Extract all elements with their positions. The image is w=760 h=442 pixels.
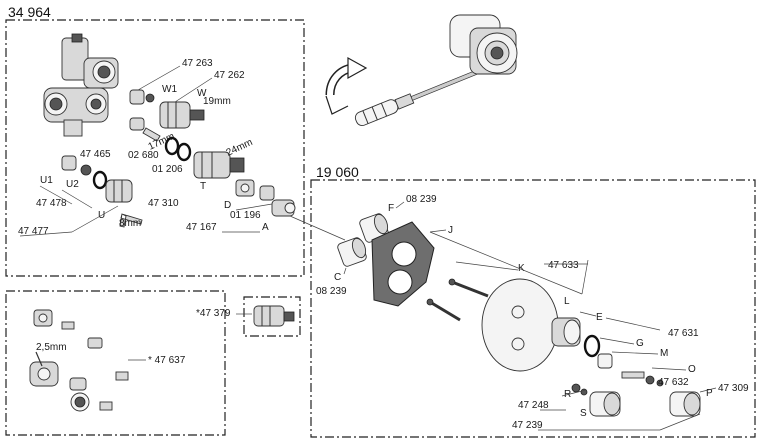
label-47632: 47 632 xyxy=(658,377,689,388)
label-47478: 47 478 xyxy=(36,198,67,209)
frame-main-body xyxy=(5,19,305,277)
label-J: J xyxy=(448,225,453,236)
frame-cartridge-option xyxy=(243,296,301,337)
label-47167: 47 167 xyxy=(186,222,217,233)
label-8mm: 8mm xyxy=(119,218,141,229)
label-E: E xyxy=(596,312,603,323)
label-2-5mm: 2,5mm xyxy=(36,342,67,353)
label-01196: 01 196 xyxy=(230,210,261,221)
label-24mm: 24mm xyxy=(225,137,255,159)
label-W1: W1 xyxy=(162,84,177,95)
label-47248: 47 248 xyxy=(518,400,549,411)
label-W: W xyxy=(197,88,207,99)
label-D: D xyxy=(224,200,231,211)
label-C: C xyxy=(334,272,341,283)
label-47263: 47 263 xyxy=(182,58,213,69)
frame-accessories xyxy=(5,290,226,436)
label-L: L xyxy=(564,296,570,307)
label-08239-top: 08 239 xyxy=(406,194,437,205)
trim-parts xyxy=(337,213,701,417)
label-S: S xyxy=(580,408,587,419)
screwdriver-illustration xyxy=(325,14,518,127)
label-47637: * 47 637 xyxy=(148,355,186,366)
label-47379: *47 379 xyxy=(196,308,231,319)
label-M: M xyxy=(660,348,668,359)
trim-leader-lines xyxy=(343,201,717,431)
label-O: O xyxy=(688,364,696,375)
label-T: T xyxy=(200,181,206,192)
body-parts xyxy=(61,89,296,228)
label-G: G xyxy=(636,338,644,349)
label-K: K xyxy=(518,263,525,274)
accessory-parts xyxy=(29,309,129,412)
label-47309: 47 309 xyxy=(718,383,749,394)
label-U2: U2 xyxy=(66,179,79,190)
cartridge-option-part xyxy=(253,305,295,327)
title-main-body: 34 964 xyxy=(8,4,51,20)
label-47631: 47 631 xyxy=(668,328,699,339)
label-F: F xyxy=(388,203,394,214)
label-47239: 47 239 xyxy=(512,420,543,431)
title-trim-set: 19 060 xyxy=(316,164,359,180)
label-P: P xyxy=(706,388,713,399)
label-47465: 47 465 xyxy=(80,149,111,160)
label-47262: 47 262 xyxy=(214,70,245,81)
label-47477: 47 477 xyxy=(18,226,49,237)
frame-trim-set xyxy=(310,179,756,438)
main-leader-lines xyxy=(19,65,346,241)
label-47310: 47 310 xyxy=(148,198,179,209)
label-08239-bottom: 08 239 xyxy=(316,286,347,297)
valve-body xyxy=(43,33,119,137)
label-A: A xyxy=(262,222,269,233)
label-19mm: 19mm xyxy=(203,96,231,107)
label-47633: 47 633 xyxy=(548,260,579,271)
label-02680: 02 680 xyxy=(128,150,159,161)
label-01206: 01 206 xyxy=(152,164,183,175)
label-U1: U1 xyxy=(40,175,53,186)
